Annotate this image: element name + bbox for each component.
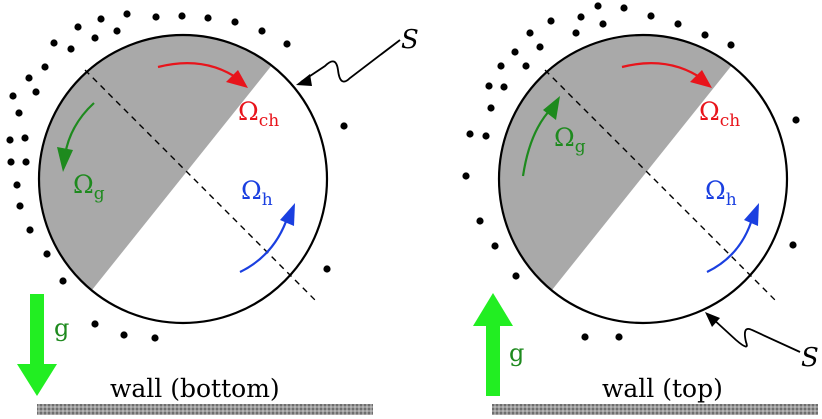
omega-g-label-left: Ωg xyxy=(73,170,105,204)
gravity-label-right: g xyxy=(509,339,524,367)
omega-ch-label-right: Ωch xyxy=(699,97,740,131)
panel-right: Ωch Ωg Ωh S g wall (top) xyxy=(462,2,819,415)
particle-dots-right xyxy=(462,2,800,341)
wall-left xyxy=(37,404,373,415)
gravity-arrow-shaft-left xyxy=(30,294,44,366)
wall-label-right: wall (top) xyxy=(602,374,723,403)
surface-pointer-right xyxy=(711,317,801,353)
surface-pointer-head-left xyxy=(296,74,312,86)
surface-pointer-head-right xyxy=(705,312,720,327)
surface-pointer-left xyxy=(300,39,401,83)
omega-h-arrowhead-left xyxy=(280,203,295,226)
gravity-arrow-head-right xyxy=(473,293,513,326)
gravity-label-left: g xyxy=(54,314,69,342)
omega-g-arrowhead-left xyxy=(57,147,73,172)
omega-ch-label-left: Ωch xyxy=(238,97,279,131)
omega-g-arrowhead-right xyxy=(543,96,560,120)
gravity-arrow-head-left xyxy=(17,364,57,396)
omega-h-arrowhead-right xyxy=(744,203,759,226)
particle-dots-left xyxy=(6,10,348,342)
particle-circle-left xyxy=(37,33,329,325)
omega-h-label-right: Ωh xyxy=(705,176,737,210)
panel-left: Ωch Ωg Ωh S g wall (bottom) xyxy=(6,10,419,415)
omega-g-label-right: Ωg xyxy=(554,123,586,157)
wall-right xyxy=(492,404,818,415)
surface-label-left: S xyxy=(401,25,419,55)
surface-label-right: S xyxy=(801,343,819,373)
omega-ch-arrowhead-left xyxy=(226,70,248,88)
wall-label-left: wall (bottom) xyxy=(110,374,280,403)
omega-h-label-left: Ωh xyxy=(241,176,273,210)
omega-h-arrow-left xyxy=(239,215,290,273)
gravity-arrow-shaft-right xyxy=(486,324,500,396)
shaded-hemisphere-left xyxy=(39,35,300,323)
omega-ch-arrowhead-right xyxy=(690,70,712,88)
particle-circle-right xyxy=(497,33,789,325)
omega-h-arrow-right xyxy=(706,215,755,273)
